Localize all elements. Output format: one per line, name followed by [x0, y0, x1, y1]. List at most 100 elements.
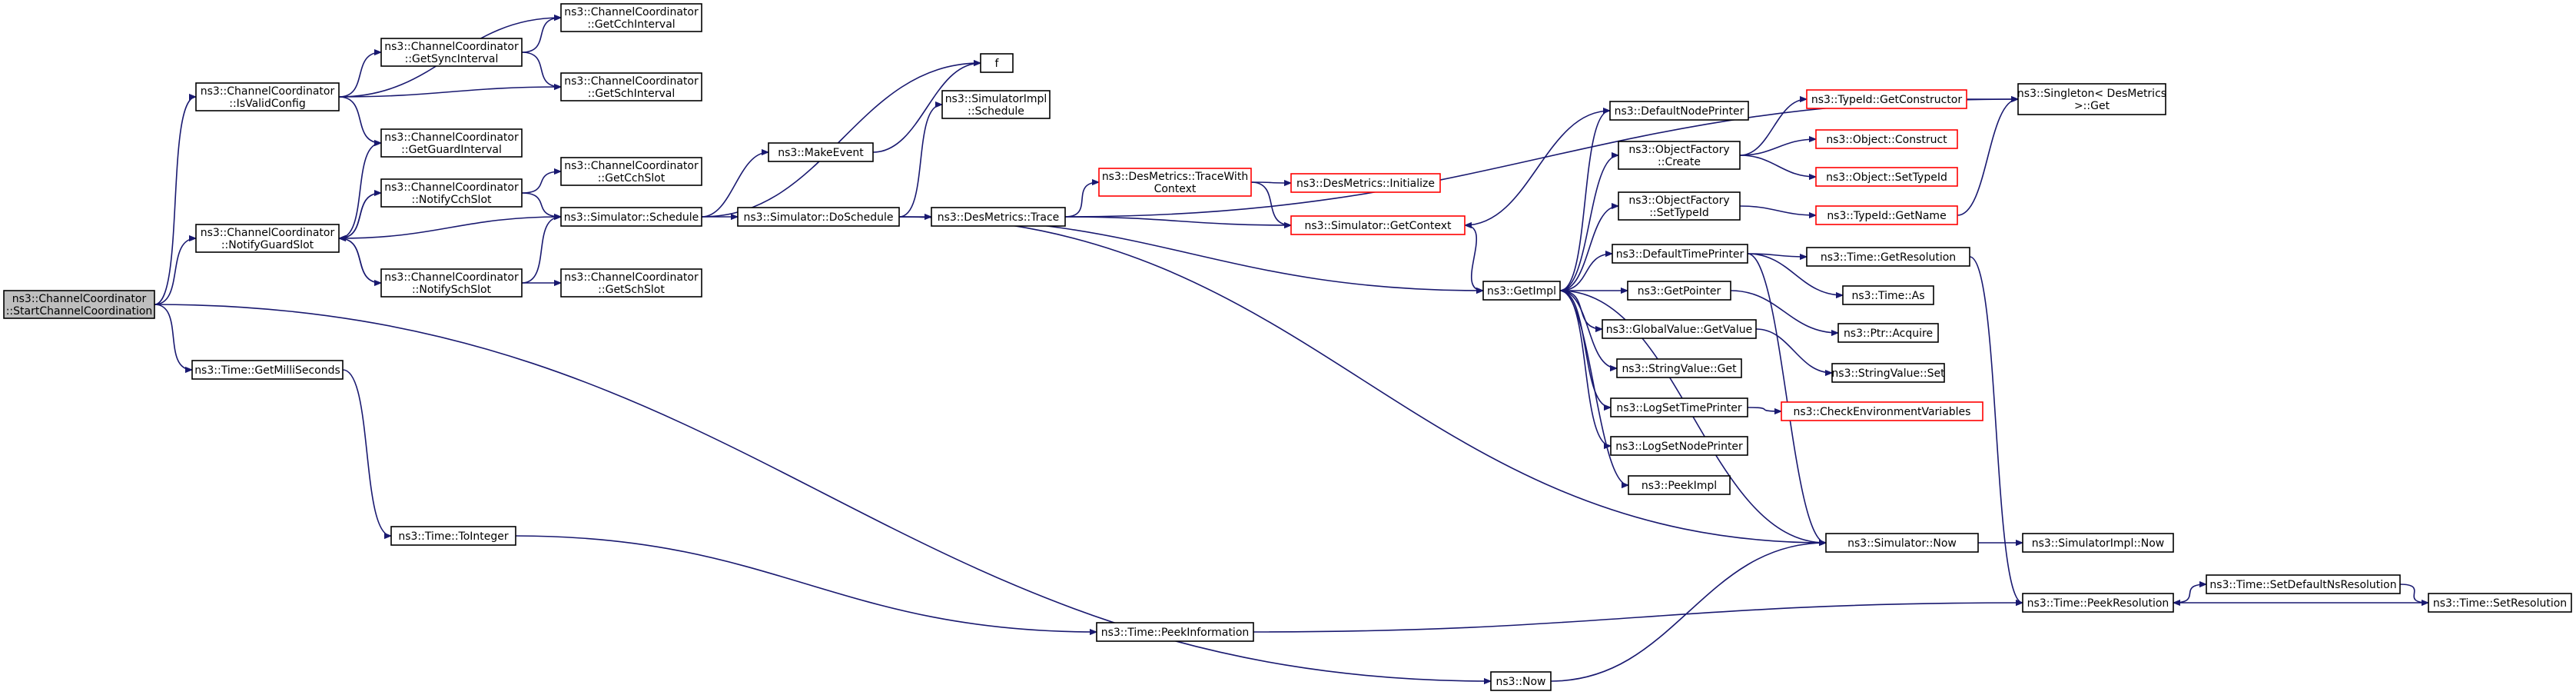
node-logsettime[interactable]: ns3::LogSetTimePrinter [1610, 397, 1748, 417]
edge-line [2399, 584, 2428, 603]
node-simnow[interactable]: ns3::Simulator::Now [1825, 533, 1979, 553]
edge-line [898, 105, 943, 218]
node-label: >::Get [2074, 100, 2110, 112]
edge-line [2173, 584, 2206, 604]
node-defnodeprinter[interactable]: ns3::DefaultNodePrinter [1609, 101, 1749, 121]
node-box [1612, 244, 1748, 264]
node-label: ns3::LogSetNodePrinter [1615, 441, 1743, 453]
edge-dmtracectx-to-dminit [1250, 182, 1291, 183]
node-notifysch[interactable]: ns3::ChannelCoordinator::NotifySchSlot [380, 268, 523, 298]
edge-defnodeprinter-to-getcontext [1465, 110, 1611, 225]
node-getschslot[interactable]: ns3::ChannelCoordinator::GetSchSlot [560, 268, 702, 298]
edge-getres-to-peekres [1969, 256, 2023, 603]
node-schedule[interactable]: ns3::Simulator::Schedule [560, 207, 702, 227]
node-box [1627, 281, 1731, 301]
edge-objfactcreate-to-objconstruct [1739, 139, 1816, 156]
node-root[interactable]: ns3::ChannelCoordinator::StartChannelCoo… [3, 290, 155, 319]
edge-line [1064, 182, 1099, 218]
edge-logsettime-to-checkenv [1747, 407, 1781, 411]
node-objfactcreate[interactable]: ns3::ObjectFactory::Create [1618, 141, 1741, 170]
node-objconstruct[interactable]: ns3::Object::Construct [1815, 129, 1958, 149]
edge-dmtrace-to-singleton [1064, 99, 2018, 218]
node-getmilli[interactable]: ns3::Time::GetMilliSeconds [191, 360, 344, 380]
edge-line [1739, 155, 1816, 177]
node-label: ns3::Time::PeekResolution [2027, 597, 2169, 610]
edge-getimpl-to-objfactsettype [1559, 206, 1619, 291]
node-getschint[interactable]: ns3::ChannelCoordinator::GetSchInterval [560, 72, 702, 101]
node-getcontext[interactable]: ns3::Simulator::GetContext [1290, 215, 1466, 235]
node-objsettype[interactable]: ns3::Object::SetTypeId [1815, 167, 1958, 187]
edge-line [338, 87, 561, 98]
edge-getimpl-to-logsettime [1559, 290, 1612, 407]
node-checkenv[interactable]: ns3::CheckEnvironmentVariables [1781, 401, 1983, 421]
node-now[interactable]: ns3::Now [1490, 671, 1552, 691]
node-notifyguard[interactable]: ns3::ChannelCoordinator::NotifyGuardSlot [195, 224, 340, 253]
node-label: ns3::Ptr::Acquire [1844, 328, 1933, 340]
edge-getcontext-to-getimpl [1464, 224, 1484, 291]
edge-notifysch-to-schedule [521, 217, 562, 284]
node-box [380, 178, 523, 208]
node-deftimeprinter[interactable]: ns3::DefaultTimePrinter [1612, 244, 1748, 264]
node-setres[interactable]: ns3::Time::SetResolution [2428, 593, 2572, 613]
edge-getsync-to-getcchint [521, 18, 561, 53]
node-notifycch[interactable]: ns3::ChannelCoordinator::NotifyCchSlot [380, 178, 523, 208]
edge-line [154, 304, 193, 370]
node-peekimpl[interactable]: ns3::PeekImpl [1628, 475, 1731, 495]
node-globalval[interactable]: ns3::GlobalValue::GetValue [1602, 319, 1757, 339]
node-getguard[interactable]: ns3::ChannelCoordinator::GetGuardInterva… [380, 128, 523, 158]
node-simimplnow[interactable]: ns3::SimulatorImpl::Now [2022, 533, 2174, 553]
node-label: ::GetCchSlot [598, 172, 666, 185]
node-peekinfo[interactable]: ns3::Time::PeekInformation [1096, 622, 1254, 642]
node-getcchint[interactable]: ns3::ChannelCoordinator::GetCchInterval [560, 3, 702, 32]
node-box [1781, 401, 1983, 421]
node-label: ns3::PeekImpl [1642, 480, 1717, 492]
edge-isvalid-to-getschint [338, 87, 561, 98]
node-label: ::GetCchInterval [587, 18, 675, 31]
node-isvalid[interactable]: ns3::ChannelCoordinator::IsValidConfig [195, 82, 340, 111]
edge-line [1559, 111, 1611, 291]
node-singleton[interactable]: ns3::Singleton< DesMetrics >::Get [2017, 83, 2166, 115]
node-box [1831, 363, 1945, 383]
node-getimpl[interactable]: ns3::GetImpl [1482, 281, 1561, 301]
node-label: ::NotifyCchSlot [412, 194, 493, 206]
node-logsetnode[interactable]: ns3::LogSetNodePrinter [1610, 436, 1748, 456]
node-simimplsched[interactable]: ns3::SimulatorImpl::Schedule [941, 90, 1051, 119]
node-getcchslot[interactable]: ns3::ChannelCoordinator::GetCchSlot [560, 157, 702, 186]
node-timeas[interactable]: ns3::Time::As [1842, 285, 1934, 305]
node-f[interactable]: f [980, 53, 1014, 73]
node-dmtrace[interactable]: ns3::DesMetrics::Trace [931, 207, 1066, 227]
node-label: ::Schedule [968, 105, 1024, 118]
node-label: ns3::Simulator::GetContext [1304, 220, 1452, 232]
node-box [980, 53, 1014, 73]
node-ptracquire[interactable]: ns3::Ptr::Acquire [1837, 323, 1939, 343]
node-box [1290, 173, 1441, 193]
edge-line [521, 171, 561, 194]
node-stringget[interactable]: ns3::StringValue::Get [1616, 358, 1742, 378]
edge-root-to-now [154, 304, 1491, 681]
node-box [560, 207, 702, 227]
node-setdefns[interactable]: ns3::Time::SetDefaultNsResolution [2206, 574, 2401, 594]
node-box [560, 268, 702, 298]
edge-line [521, 217, 562, 284]
node-toint[interactable]: ns3::Time::ToInteger [390, 526, 516, 546]
node-typeidgetctor[interactable]: ns3::TypeId::GetConstructor [1806, 89, 1967, 109]
node-label: ns3::Now [1496, 676, 1546, 688]
edge-line [1559, 155, 1619, 291]
node-label: ::IsValidConfig [229, 98, 306, 110]
node-stringset[interactable]: ns3::StringValue::Set [1831, 363, 1945, 383]
node-label: ns3::DefaultNodePrinter [1615, 105, 1744, 118]
node-makeevent[interactable]: ns3::MakeEvent [768, 142, 874, 162]
edge-line [1747, 253, 1843, 295]
node-getsync[interactable]: ns3::ChannelCoordinator::GetSyncInterval [380, 38, 523, 67]
node-dminit[interactable]: ns3::DesMetrics::Initialize [1290, 173, 1441, 193]
node-doschedule[interactable]: ns3::Simulator::DoSchedule [737, 207, 900, 227]
node-box [1602, 319, 1757, 339]
node-getres[interactable]: ns3::Time::GetResolution [1806, 247, 1970, 267]
node-typeidgetname[interactable]: ns3::TypeId::GetName [1815, 205, 1958, 225]
node-box [1618, 141, 1741, 170]
node-getpointer[interactable]: ns3::GetPointer [1627, 281, 1731, 301]
node-objfactsettype[interactable]: ns3::ObjectFactory::SetTypeId [1618, 191, 1741, 221]
node-peekres[interactable]: ns3::Time::PeekResolution [2022, 593, 2174, 613]
